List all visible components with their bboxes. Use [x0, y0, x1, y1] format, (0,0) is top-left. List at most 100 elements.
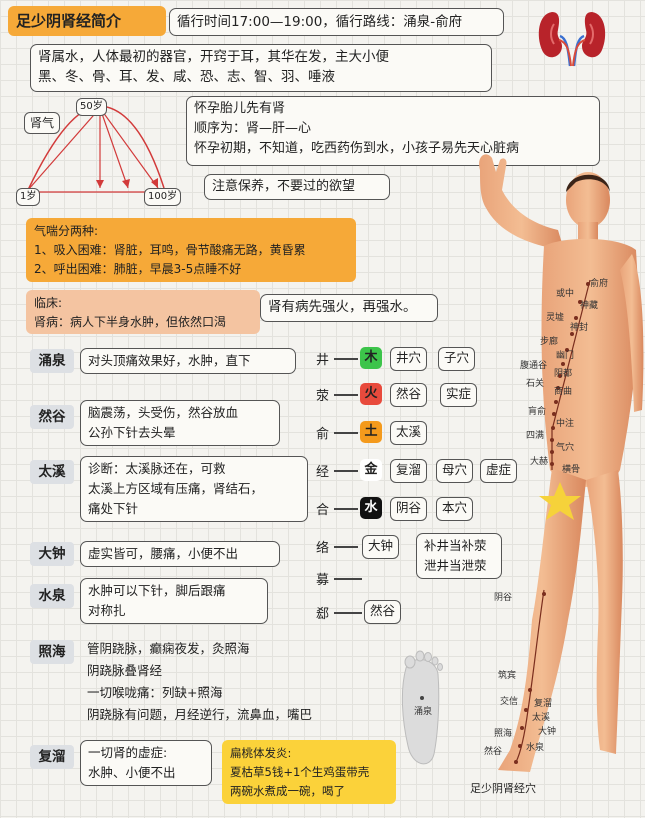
element-water: 水	[360, 497, 382, 519]
qi-graph: 肾气 50岁 1岁 100岁	[8, 96, 198, 208]
wushu-item: 母穴	[436, 459, 474, 483]
kidney-note-box: 肾有病先强火，再强水。	[260, 294, 438, 322]
breathing-box: 气喘分两种: 1、吸入困难：肾脏，耳鸣，骨节酸痛无路，黄昏累 2、呼出困难：肺脏…	[26, 218, 356, 282]
wushu-item: 阴谷	[390, 497, 428, 521]
acupoint-label: 筑宾	[498, 671, 517, 681]
pregnancy-line: 怀孕胎儿先有肾	[194, 101, 286, 116]
age-100-label: 100岁	[144, 188, 182, 206]
pregnancy-line: 怀孕初期，不知道，吃西药伤到水，小孩子易先天心脏病	[194, 141, 520, 156]
point-tag: 照海	[30, 640, 74, 664]
acupoint-label: 阴谷	[494, 593, 513, 603]
point-desc-line: 脑震荡，头受伤，然谷放血	[88, 405, 239, 420]
wushu-cat: 俞	[316, 427, 330, 442]
point-desc-line: 阴跷脉叠肾经	[87, 663, 163, 678]
intro-line: 黑、冬、骨、耳、发、咸、恐、志、智、羽、唾液	[38, 69, 335, 85]
remedy-line: 两碗水煮成一碗，喝了	[230, 784, 345, 798]
breathing-line: 1、吸入困难：肾脏，耳鸣，骨节酸痛无路，黄昏累	[34, 243, 306, 257]
wushu-item: 实症	[440, 383, 478, 407]
acupoint-label: 神封	[570, 323, 589, 333]
acupoint-label: 步廊	[540, 337, 559, 347]
point-desc-line: 阴跷脉有问题，月经逆行，流鼻血，嘴巴	[87, 707, 313, 722]
point-desc-line: 一切肾的虚症:	[88, 745, 168, 760]
acupoint-label: 太溪	[532, 713, 551, 723]
wushu-item: 然谷	[364, 600, 402, 624]
element-wood: 木	[360, 347, 382, 369]
point-desc-line: 公孙下针去头晕	[88, 425, 176, 440]
intro-box: 肾属水，人体最初的器官，开窍于耳，其华在发，主大小便 黑、冬、骨、耳、发、咸、恐…	[30, 44, 492, 92]
point-desc-line: 诊断：太溪脉还在，可救	[88, 461, 226, 476]
acupoint-label: 然谷	[484, 747, 503, 757]
wushu-cat: 募	[316, 573, 330, 588]
acupoint-label: 神藏	[580, 301, 599, 311]
acupoint-label: 复溜	[534, 699, 553, 709]
point-desc-line: 管阴跷脉，癫痫夜发，灸照海	[87, 641, 250, 656]
clinical-box: 临床: 肾病：病人下半身水肿，但依然口渴	[26, 290, 260, 334]
acupoint-label: 气穴	[556, 443, 575, 453]
point-desc-line: 水肿可以下针，脚后跟痛	[88, 583, 226, 598]
point-desc: 水肿可以下针，脚后跟痛 对称扎	[80, 578, 268, 624]
point-desc-line: 痛处下针	[88, 501, 139, 516]
bu-xie-line: 补井当补荥	[424, 538, 487, 553]
acupoint-label: 石关	[526, 379, 545, 389]
acupoint-label: 大钟	[538, 727, 557, 737]
acupoint-label: 水泉	[526, 743, 545, 753]
acupoint-label: 交信	[500, 697, 519, 707]
acupoint-label: 肓俞	[528, 407, 547, 417]
acupoint-label: 大赫	[530, 457, 549, 467]
acupoint-label: 阴都	[554, 369, 573, 379]
point-tag: 大钟	[30, 542, 74, 566]
wushu-item: 子穴	[438, 347, 476, 371]
element-metal: 金	[360, 459, 382, 481]
figure-caption: 足少阴肾经穴	[470, 782, 536, 795]
wushu-connector	[334, 578, 362, 580]
point-tag: 复溜	[30, 745, 74, 769]
wushu-cat: 经	[316, 465, 330, 480]
point-desc-line: 水肿、小便不出	[88, 765, 176, 780]
acupoint-label: 或中	[556, 289, 575, 299]
point-desc: 对头顶痛效果好，水肿，直下	[80, 348, 296, 374]
acupoint-label: 横骨	[562, 465, 581, 475]
wushu-item: 虚症	[480, 459, 518, 483]
point-desc: 管阴跷脉，癫痫夜发，灸照海 阴跷脉叠肾经 一切喉咙痛：列缺+照海 阴跷脉有问题，…	[80, 636, 386, 730]
point-desc: 一切肾的虚症: 水肿、小便不出	[80, 740, 212, 786]
pregnancy-box: 怀孕胎儿先有肾 顺序为：肾—肝—心 怀孕初期，不知道，吃西药伤到水，小孩子易先天…	[186, 96, 600, 166]
wushu-cat: 郄	[316, 607, 330, 622]
wushu-item: 复溜	[390, 459, 428, 483]
acupoint-label: 腹通谷	[520, 361, 548, 371]
acupoint-label: 四满	[526, 431, 545, 441]
human-body-figure	[440, 150, 645, 800]
wushu-connector	[334, 508, 358, 510]
element-earth: 土	[360, 421, 382, 443]
bu-xie-box: 补井当补荥 泄井当泄荥	[416, 533, 502, 579]
acupoint-label: 中注	[556, 419, 575, 429]
acupoint-label: 幽门	[556, 351, 575, 361]
acupoint-label: 照海	[494, 729, 513, 739]
wushu-connector	[334, 432, 358, 434]
point-tag: 然谷	[30, 405, 74, 429]
age-1-label: 1岁	[16, 188, 41, 206]
wushu-connector	[334, 546, 358, 548]
acupoint-label: 灵墟	[546, 313, 565, 323]
wushu-connector	[334, 470, 358, 472]
bu-xie-line: 泄井当泄荥	[424, 558, 487, 573]
time-route-box: 循行时间17:00—19:00，循行路线：涌泉-俞府	[169, 8, 504, 36]
point-desc-line: 一切喉咙痛：列缺+照海	[87, 685, 223, 700]
point-desc: 脑震荡，头受伤，然谷放血 公孙下针去头晕	[80, 400, 280, 446]
wushu-item: 大钟	[362, 535, 400, 559]
intro-line: 肾属水，人体最初的器官，开窍于耳，其华在发，主大小便	[38, 49, 389, 65]
breathing-line: 2、呼出困难：肺脏，早晨3-5点睡不好	[34, 262, 242, 276]
clinical-line: 肾病：病人下半身水肿，但依然口渴	[34, 315, 227, 329]
qi-label: 肾气	[24, 112, 61, 134]
wushu-connector	[334, 612, 362, 614]
wushu-cat: 井	[316, 353, 330, 368]
wushu-item: 井穴	[390, 347, 428, 371]
age-50-label: 50岁	[76, 98, 107, 116]
advice-box: 注意保养，不要过的欲望	[204, 174, 390, 200]
foot-sole-figure	[396, 650, 446, 776]
wushu-item: 太溪	[390, 421, 428, 445]
point-tag: 涌泉	[30, 349, 74, 373]
page-title: 足少阴肾经简介	[8, 6, 166, 36]
acupoint-label: 商曲	[554, 387, 573, 397]
point-desc-line: 对头顶痛效果好，水肿，直下	[88, 353, 251, 368]
point-desc: 虚实皆可，腰痛，小便不出	[80, 541, 280, 567]
